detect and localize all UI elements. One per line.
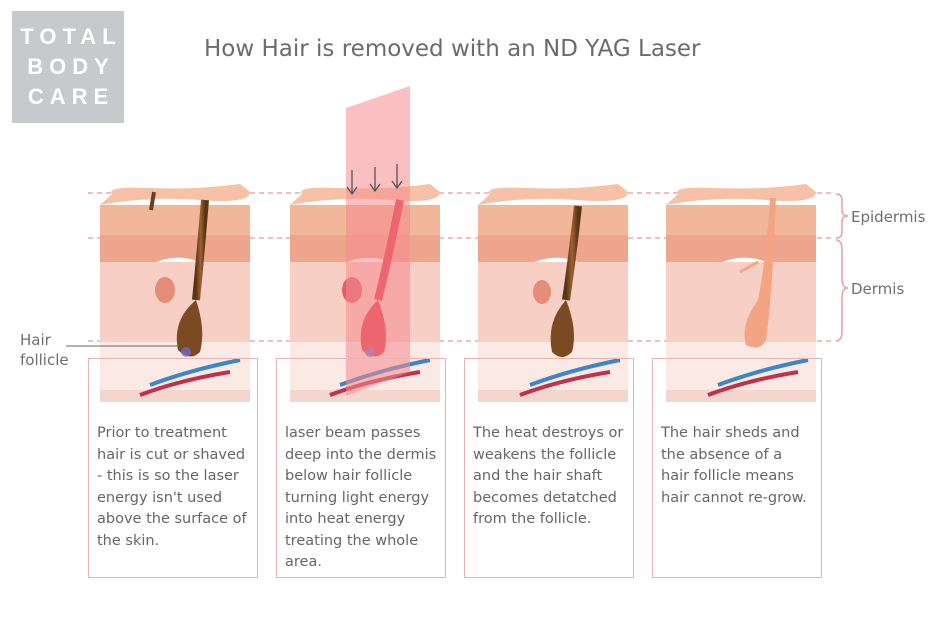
- block-3-top: [478, 184, 628, 205]
- hair-follicle-label-line-1: Hair: [20, 331, 51, 349]
- hair-follicle-label: Hair follicle: [20, 330, 69, 370]
- step-1-caption: Prior to treatment hair is cut or shaved…: [97, 425, 247, 549]
- block-1-follicle: [176, 300, 203, 357]
- laser-beam: [346, 86, 410, 396]
- logo-line-1: TOTAL: [20, 24, 122, 49]
- epidermis-label: Epidermis: [851, 208, 926, 226]
- logo-line-3: CARE: [27, 84, 115, 109]
- dermis-label: Dermis: [851, 280, 905, 298]
- step-3-caption: The heat destroys or weakens the follicl…: [473, 425, 624, 527]
- block-4-top: [666, 184, 816, 205]
- block-1-hair-shaft: [192, 199, 209, 301]
- layer-guide-lines: [88, 192, 833, 342]
- skin-block-4: [666, 184, 816, 402]
- block-4-empty-follicle: [744, 198, 776, 348]
- logo-line-2: BODY: [27, 54, 115, 79]
- step-3-caption-box: The heat destroys or weakens the follicl…: [464, 358, 634, 578]
- step-1-caption-box: Prior to treatment hair is cut or shaved…: [88, 358, 258, 578]
- laser-arrows: [346, 164, 403, 196]
- step-2-caption-box: laser beam passes deep into the dermis b…: [276, 358, 446, 578]
- hair-follicle-label-line-2: follicle: [20, 351, 69, 369]
- skin-block-1: [100, 184, 250, 402]
- page-title: How Hair is removed with an ND YAG Laser: [204, 36, 701, 62]
- step-2-caption: laser beam passes deep into the dermis b…: [285, 425, 437, 570]
- block-1-top: [100, 184, 250, 205]
- total-body-care-logo: TOTAL BODY CARE: [12, 11, 124, 123]
- skin-block-3: [478, 184, 628, 402]
- skin-block-2: [290, 86, 440, 402]
- step-4-caption: The hair sheds and the absence of a hair…: [661, 425, 807, 506]
- dermis-brace: [835, 239, 849, 342]
- step-4-caption-box: The hair sheds and the absence of a hair…: [652, 358, 822, 578]
- epidermis-brace: [835, 193, 849, 239]
